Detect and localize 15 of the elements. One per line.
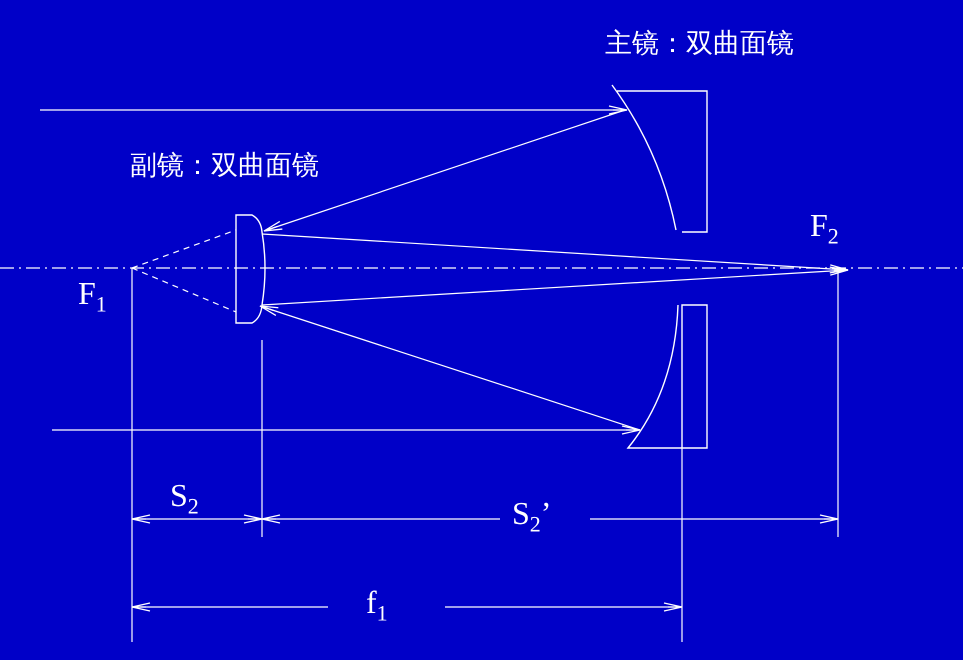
dimension-label: S$_{2}$: [170, 478, 199, 520]
focal-point-label: F$_{1}$: [78, 276, 107, 318]
light-ray: [40, 105, 628, 115]
dimension-label: f$_{1}$: [366, 585, 388, 628]
virtual-ray: [132, 229, 236, 269]
mirror-label: 副镜：双曲面镜: [130, 150, 319, 182]
virtual-ray: [132, 267, 236, 313]
light-ray: [262, 266, 849, 306]
mirror-label: 主镜：双曲面镜: [605, 28, 794, 60]
light-ray: [262, 233, 849, 274]
light-ray: [263, 109, 626, 232]
light-ray: [259, 305, 640, 431]
light-ray: [52, 425, 641, 435]
focal-point-label: F$_{2}$: [810, 208, 839, 250]
dimension-label: S$_{2}$’: [512, 496, 552, 538]
